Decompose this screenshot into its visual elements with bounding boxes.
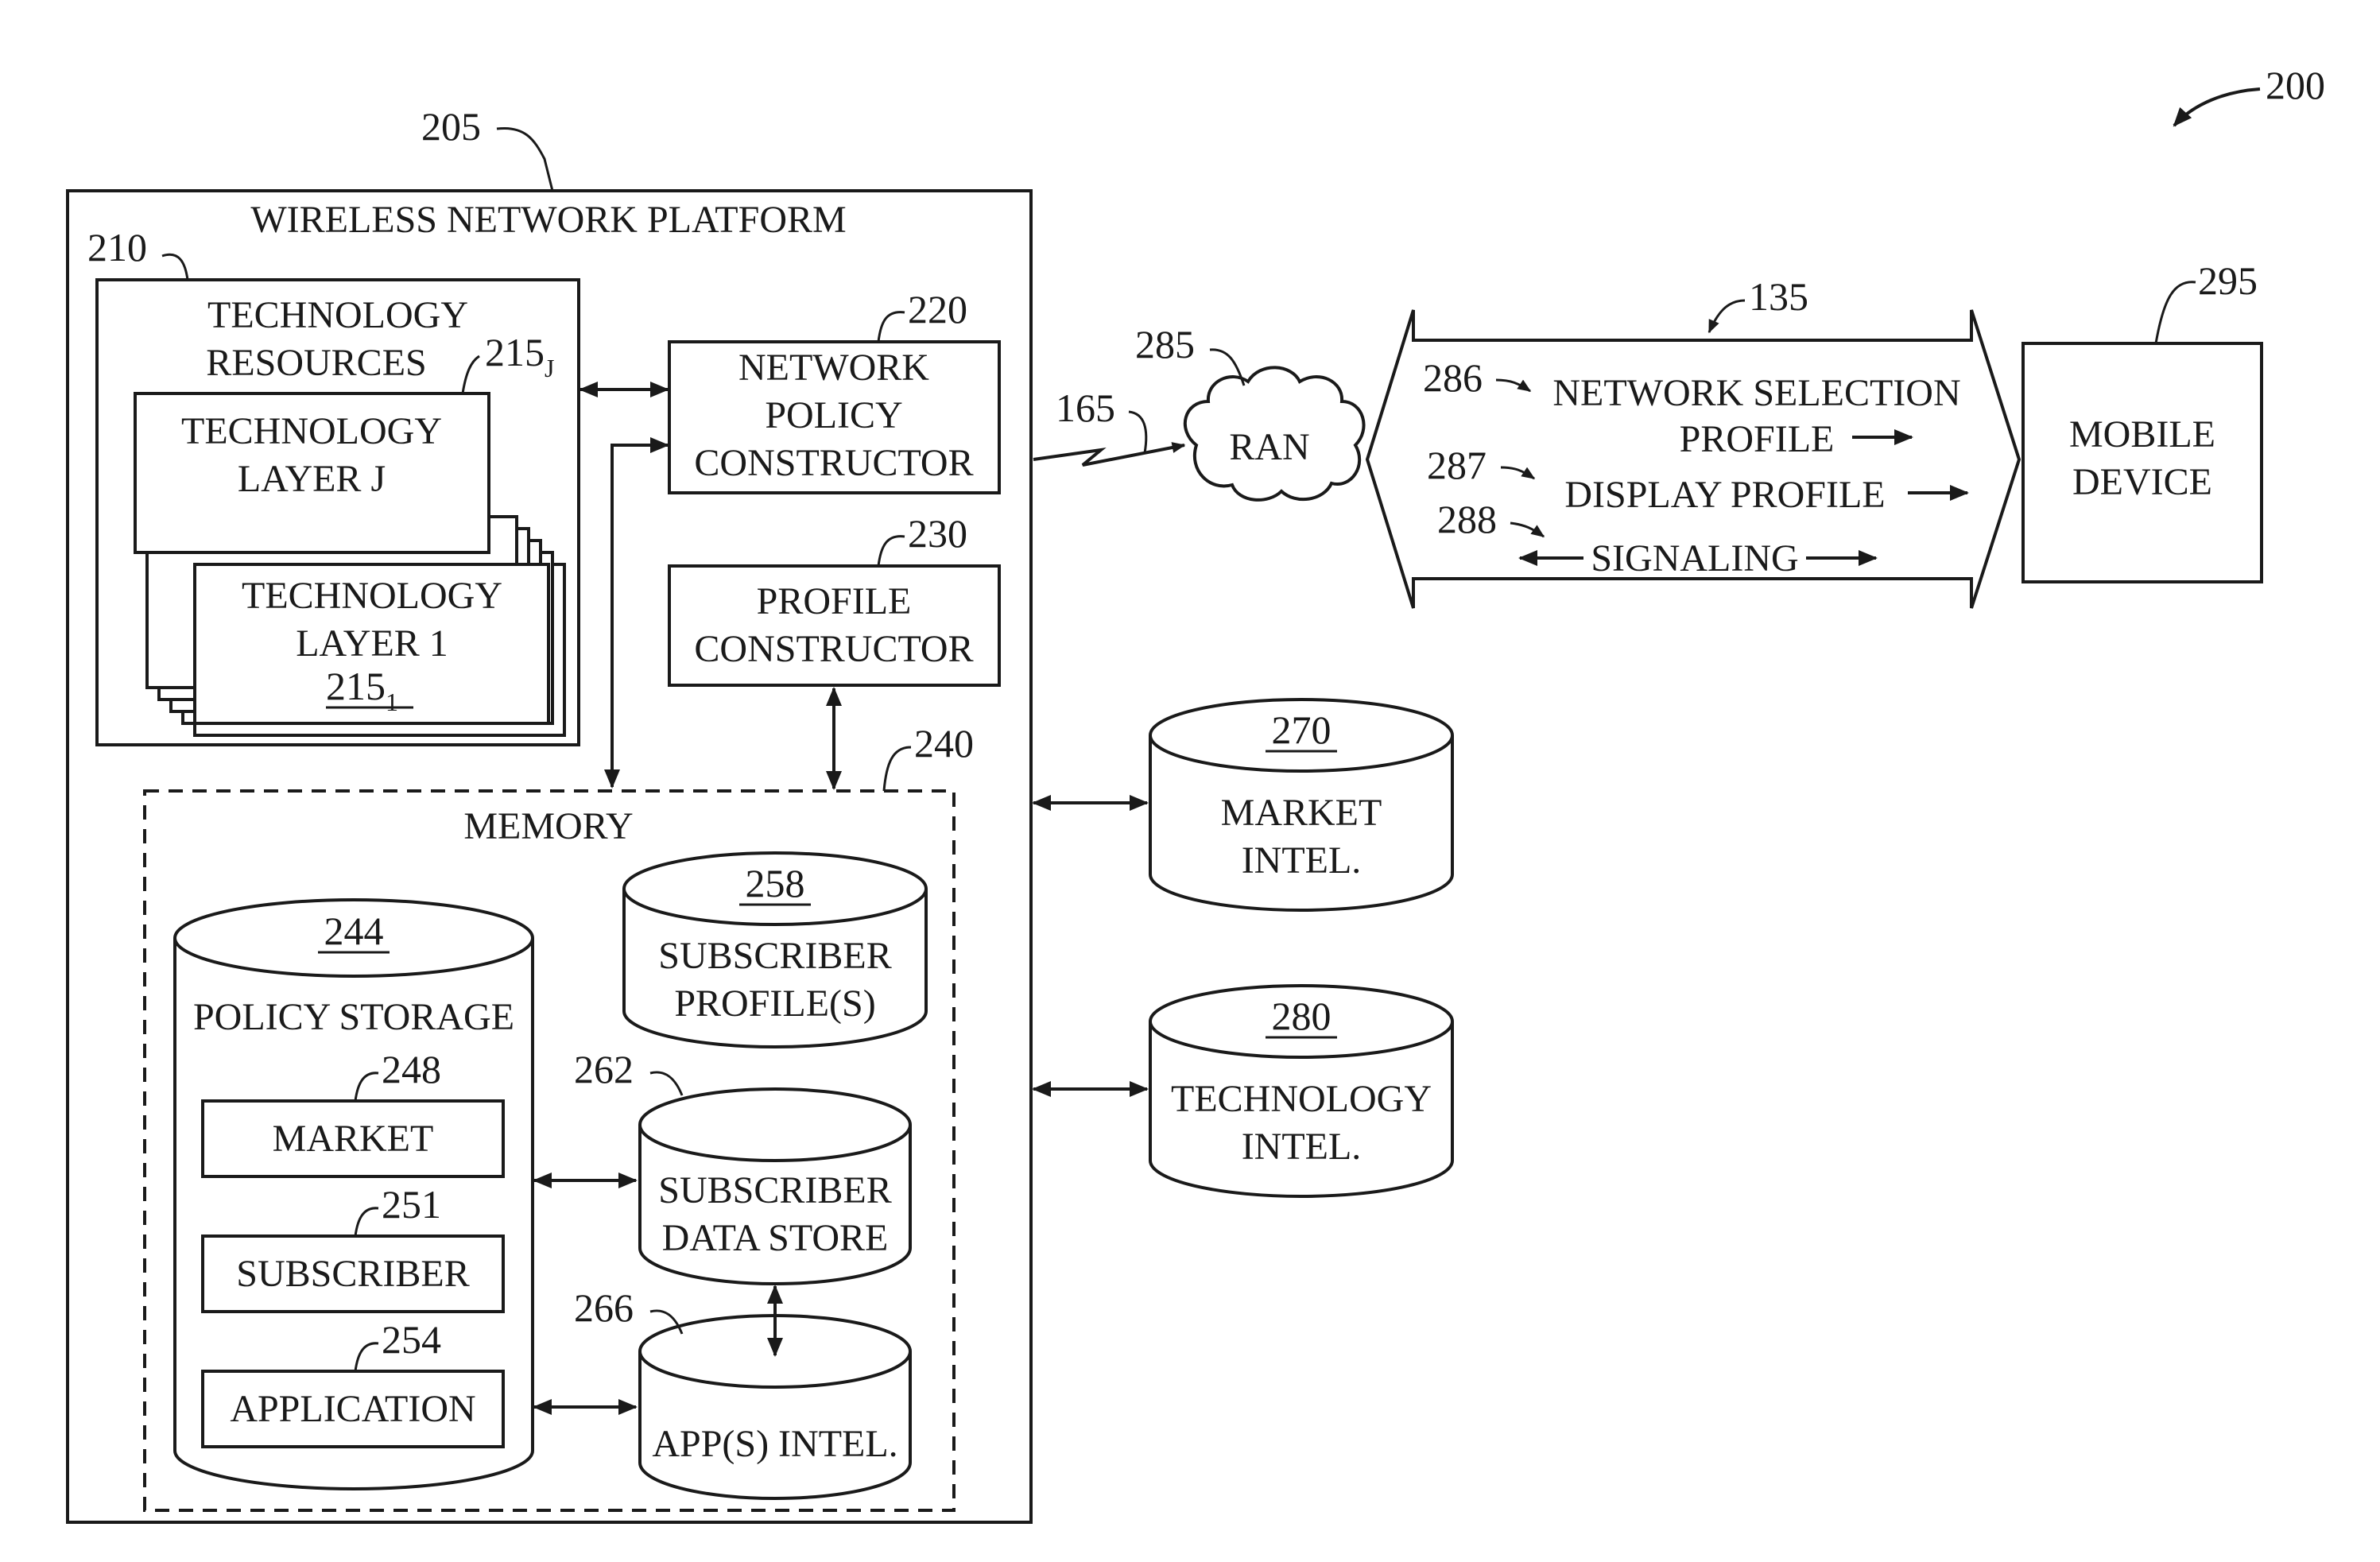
mobile-line1: MOBILE: [2069, 413, 2215, 455]
ref-254-label: 254: [382, 1317, 441, 1362]
market-intel-line2: INTEL.: [1242, 839, 1362, 882]
ref-262-label: 262: [574, 1047, 634, 1091]
ref-165-leader: [1129, 412, 1146, 453]
npc-line3: CONSTRUCTOR: [694, 442, 973, 484]
subscriber-policy-label: SUBSCRIBER: [236, 1253, 469, 1295]
ref-280-label: 280: [1272, 994, 1331, 1038]
wireless-link-bolt: [1033, 445, 1184, 465]
ran-label: RAN: [1229, 426, 1309, 468]
layer-1-line1: TECHNOLOGY: [242, 575, 502, 617]
policy-storage-title: POLICY STORAGE: [193, 996, 514, 1038]
pc-line2: CONSTRUCTOR: [694, 628, 973, 670]
ref-135-label: 135: [1749, 274, 1808, 319]
ref-244-label: 244: [324, 909, 384, 953]
sub-profiles-line2: PROFILE(S): [674, 983, 875, 1025]
apps-intel-line1: APP(S) INTEL.: [652, 1423, 897, 1465]
ref-200-arrow: [2174, 89, 2260, 126]
ran-cloud: RAN 285: [1135, 322, 1364, 500]
ref-287-label: 287: [1427, 443, 1487, 487]
mobile-device: MOBILE DEVICE 295: [2023, 258, 2262, 582]
technology-resources: TECHNOLOGY RESOURCES 210 215J TECHNOLOGY…: [87, 225, 579, 745]
tech-resources-line1: TECHNOLOGY: [207, 294, 468, 336]
ref-270-label: 270: [1272, 707, 1331, 752]
ref-220-label: 220: [908, 287, 967, 331]
ref-210-label: 210: [87, 225, 147, 269]
sub-datastore-top: [640, 1089, 910, 1161]
ref-200-label: 200: [2266, 63, 2325, 107]
policy-storage: 244 POLICY STORAGE MARKET 248 SUBSCRIBER…: [175, 900, 533, 1489]
link-135: 135 286 NETWORK SELECTION PROFILE 287 DI…: [1367, 274, 2019, 608]
layer-j-line2: LAYER J: [238, 458, 386, 500]
ref-230-label: 230: [908, 511, 967, 556]
ref-215j-sub: J: [545, 354, 554, 382]
ref-135-leader: [1709, 300, 1745, 332]
ref-295-leader: [2156, 282, 2196, 343]
ref-240-label: 240: [914, 721, 974, 765]
ref-286-label: 286: [1423, 355, 1483, 400]
application-policy-label: APPLICATION: [230, 1388, 475, 1430]
ref-248-label: 248: [382, 1047, 441, 1091]
ref-258-label: 258: [746, 861, 805, 905]
layer-j-line1: TECHNOLOGY: [181, 410, 442, 452]
mobile-line2: DEVICE: [2072, 461, 2212, 503]
signaling-label: SIGNALING: [1591, 537, 1798, 579]
pc-line1: PROFILE: [757, 580, 912, 622]
ref-2151-sub: 1: [386, 688, 398, 716]
ref-288-label: 288: [1437, 497, 1497, 541]
ref-266-label: 266: [574, 1285, 634, 1330]
nsp-line1: NETWORK SELECTION: [1552, 372, 1960, 414]
sub-datastore-line1: SUBSCRIBER: [658, 1169, 891, 1211]
ref-295-label: 295: [2198, 258, 2258, 303]
ref-205-leader: [497, 128, 552, 191]
tech-resources-line2: RESOURCES: [206, 342, 426, 384]
market-intel: 270 MARKET INTEL.: [1033, 700, 1452, 910]
layer-1-line2: LAYER 1: [296, 622, 448, 665]
nsp-line2: PROFILE: [1680, 418, 1835, 460]
tech-intel-line1: TECHNOLOGY: [1171, 1078, 1432, 1120]
sub-datastore-line2: DATA STORE: [662, 1217, 889, 1259]
ref-285-label: 285: [1135, 322, 1195, 366]
npc-line2: POLICY: [765, 394, 902, 436]
sub-profiles-line1: SUBSCRIBER: [658, 935, 891, 977]
technology-intel: 280 TECHNOLOGY INTEL.: [1033, 986, 1452, 1196]
display-profile-label: DISPLAY PROFILE: [1564, 474, 1885, 516]
tech-intel-line2: INTEL.: [1242, 1126, 1362, 1168]
figure-ref-200: 200: [2174, 63, 2325, 126]
npc-line1: NETWORK: [738, 347, 929, 389]
ref-165-label: 165: [1056, 386, 1115, 430]
subscriber-profiles: 258 SUBSCRIBER PROFILE(S): [624, 853, 926, 1047]
market-intel-line1: MARKET: [1221, 792, 1382, 834]
memory-title: MEMORY: [463, 805, 633, 847]
market-policy-label: MARKET: [273, 1118, 434, 1160]
ref-251-label: 251: [382, 1182, 441, 1227]
ref-215j-num: 215: [485, 330, 545, 374]
wireless-link: 165: [1033, 386, 1184, 465]
platform-title: WIRELESS NETWORK PLATFORM: [250, 199, 846, 241]
ref-2151-num: 215: [326, 664, 386, 708]
ref-205-label: 205: [421, 104, 481, 149]
